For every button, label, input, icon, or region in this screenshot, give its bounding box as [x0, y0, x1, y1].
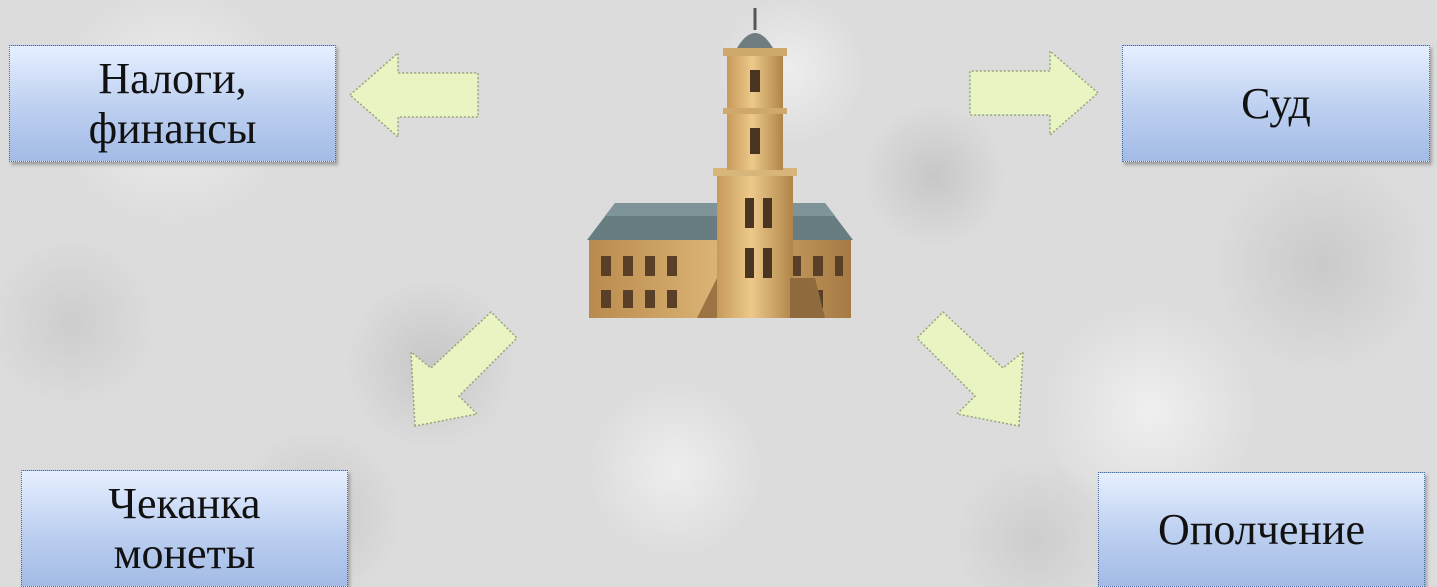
node-militia: Ополчение — [1098, 472, 1425, 587]
node-label: Суд — [1241, 79, 1311, 128]
node-label: Чеканка монеты — [108, 479, 260, 578]
node-label: Налоги, финансы — [89, 54, 257, 153]
arrow-to-court — [970, 51, 1100, 135]
town-hall-tower-icon — [585, 8, 857, 320]
node-label: Ополчение — [1158, 505, 1365, 554]
node-taxes-finance: Налоги, финансы — [9, 45, 336, 162]
arrow-to-coinage — [405, 310, 520, 428]
node-coinage: Чеканка монеты — [21, 470, 348, 587]
node-court: Суд — [1122, 45, 1430, 162]
arrow-to-militia — [915, 310, 1030, 428]
arrow-to-taxes — [350, 53, 480, 137]
